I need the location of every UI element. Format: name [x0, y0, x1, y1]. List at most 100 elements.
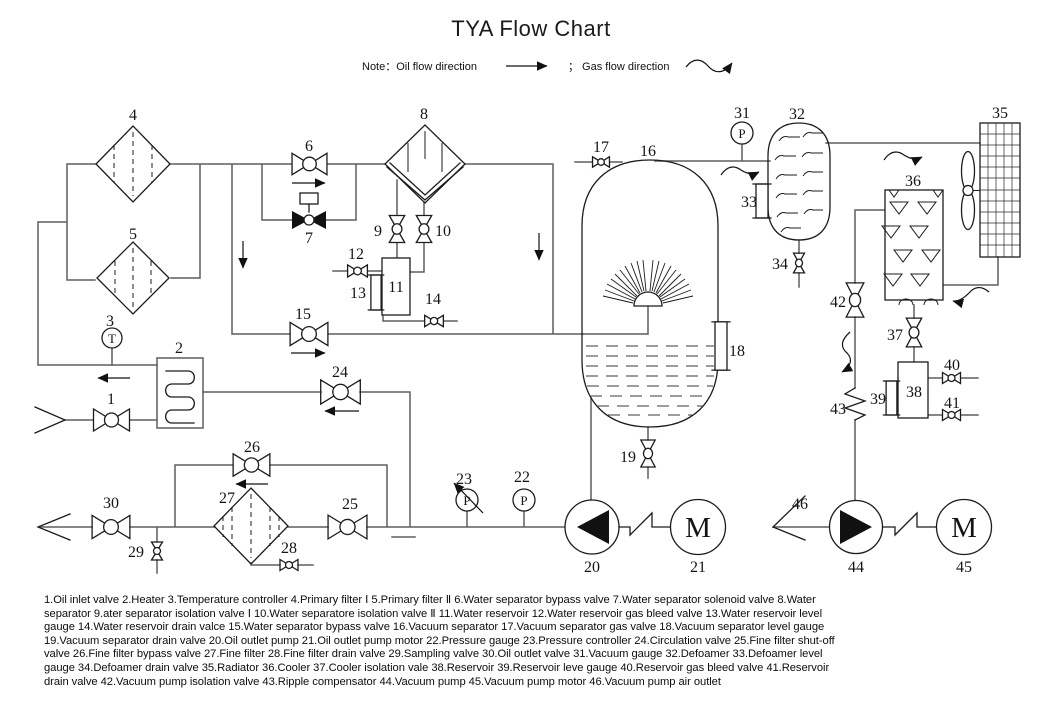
water-reservoir-gas-bleed-valve: [347, 264, 368, 278]
component-label-45: 45: [956, 559, 972, 576]
component-label-46: 46: [792, 496, 808, 513]
legend-line: 19.Vacuum separator drain valve 20.Oil o…: [44, 634, 835, 647]
legend-line: drain valve 42.Vacuum pump isolation val…: [44, 675, 721, 688]
component-label-16: 16: [640, 143, 656, 160]
fine-filter-drain-valve: [279, 559, 299, 571]
component-label-17: 17: [593, 139, 609, 156]
component-label-34: 34: [772, 256, 788, 273]
defoamer: [767, 122, 831, 241]
water-separator: [384, 124, 466, 204]
legend-line: separator 9.ater separator isolation val…: [44, 607, 823, 620]
pressure-gauge: [512, 488, 536, 512]
component-label-44: 44: [848, 559, 864, 576]
radiator: [960, 122, 1021, 258]
vacuum-gauge: [730, 121, 754, 145]
sampling-valve: [151, 541, 163, 561]
component-label-4: 4: [129, 107, 137, 124]
page-title: TYA Flow Chart: [451, 16, 611, 41]
oil-inlet-valve: [92, 408, 131, 432]
component-label-M: M: [685, 512, 711, 544]
component-label-P: P: [520, 493, 527, 508]
component-label-28: 28: [281, 540, 297, 557]
component-label-11: 11: [388, 279, 403, 296]
component-label-5: 5: [129, 226, 137, 243]
note-gas-label: ； Gas flow direction: [568, 58, 669, 74]
component-label-32: 32: [789, 106, 805, 123]
component-label-38: 38: [906, 384, 922, 401]
component-label-18: 18: [729, 343, 745, 360]
component-label-P: P: [738, 126, 745, 141]
legend: 1.Oil inlet valve 2.Heater 3.Temperature…: [44, 594, 1036, 689]
oil-outlet-arrow: [36, 513, 71, 541]
component-label-14: 14: [425, 291, 441, 308]
primary-filter-2: [96, 241, 170, 315]
vacuum-separator: [581, 159, 719, 428]
reservoir: [897, 361, 929, 419]
temperature-controller: [101, 327, 123, 366]
primary-filter-1: [95, 125, 171, 203]
vacuum-pump-coupling: [882, 511, 937, 537]
component-label-40: 40: [944, 357, 960, 374]
vacuum-pump: [828, 499, 884, 555]
legend-line: 1.Oil inlet valve 2.Heater 3.Temperature…: [44, 594, 816, 606]
component-label-19: 19: [620, 449, 636, 466]
water-separator-solenoid-valve: [292, 192, 326, 229]
oil-flow-arrows: [97, 178, 544, 489]
component-label-30: 30: [103, 495, 119, 512]
water-separator-isolation-valve-1: [388, 215, 406, 243]
component-label-25: 25: [342, 496, 358, 513]
water-reservoir: [381, 257, 411, 316]
component-label-12: 12: [348, 246, 364, 263]
component-label-39: 39: [870, 391, 886, 408]
component-label-43: 43: [830, 401, 846, 418]
vacuum-pump-isolation-valve: [845, 282, 865, 318]
circulation-valve: [319, 379, 362, 405]
component-label-9: 9: [374, 223, 382, 240]
heater: [156, 357, 204, 429]
spray-nozzle: [602, 259, 694, 307]
note-oil-label: Note：Oil flow direction: [362, 58, 477, 74]
component-label-22: 22: [514, 469, 530, 486]
water-reservoir-level-gauge: [367, 274, 385, 311]
water-separator-bypass-valve: [291, 152, 328, 176]
oil-outlet-pump-motor: [669, 498, 727, 556]
fine-filter: [213, 487, 289, 565]
component-label-31: 31: [734, 105, 750, 122]
oil-outlet-pump: [564, 499, 620, 555]
note-gas-text: ； Gas flow direction: [568, 61, 670, 73]
reservoir-gas-bleed-valve: [942, 372, 961, 384]
water-reservoir-drain-valve: [424, 314, 444, 328]
legend-line: gauge 14.Water reservoir drain valce 15.…: [44, 621, 825, 634]
note-oil-text: Note：Oil flow direction: [362, 61, 477, 73]
component-label-P: P: [463, 493, 470, 508]
component-label-6: 6: [305, 138, 313, 155]
component-label-10: 10: [435, 223, 451, 240]
ripple-compensator: [843, 387, 867, 421]
pump-motor-coupling: [618, 511, 672, 537]
cooler-isolation-valve: [905, 317, 923, 348]
vacuum-separator-drain-valve: [640, 439, 656, 468]
component-label-27: 27: [219, 490, 235, 507]
vacuum-pump-air-outlet: [771, 495, 806, 541]
component-label-36: 36: [905, 173, 921, 190]
legend-line: valve 26.Fine filter bypass valve 27.Fin…: [44, 648, 823, 661]
component-label-23: 23: [456, 471, 472, 488]
component-label-37: 37: [887, 327, 903, 344]
component-label-20: 20: [584, 559, 600, 576]
component-label-33: 33: [741, 194, 757, 211]
oil-inlet-arrow: [34, 406, 67, 434]
pressure-controller: [453, 482, 484, 514]
vacuum-separator-gas-valve: [592, 156, 610, 168]
legend-line: gauge 34.Defoamer drain valve 35.Radiato…: [44, 661, 830, 674]
vacuum-separator-level-gauge: [711, 320, 731, 372]
water-separator-bypass-valve-2: [289, 321, 329, 347]
component-label-26: 26: [244, 439, 260, 456]
vacuum-pump-motor: [935, 498, 993, 556]
water-separator-isolation-valve-2: [415, 215, 433, 243]
oil-outlet-valve: [91, 514, 131, 540]
component-label-1: 1: [107, 391, 115, 408]
defoamer-drain-valve: [793, 252, 805, 274]
